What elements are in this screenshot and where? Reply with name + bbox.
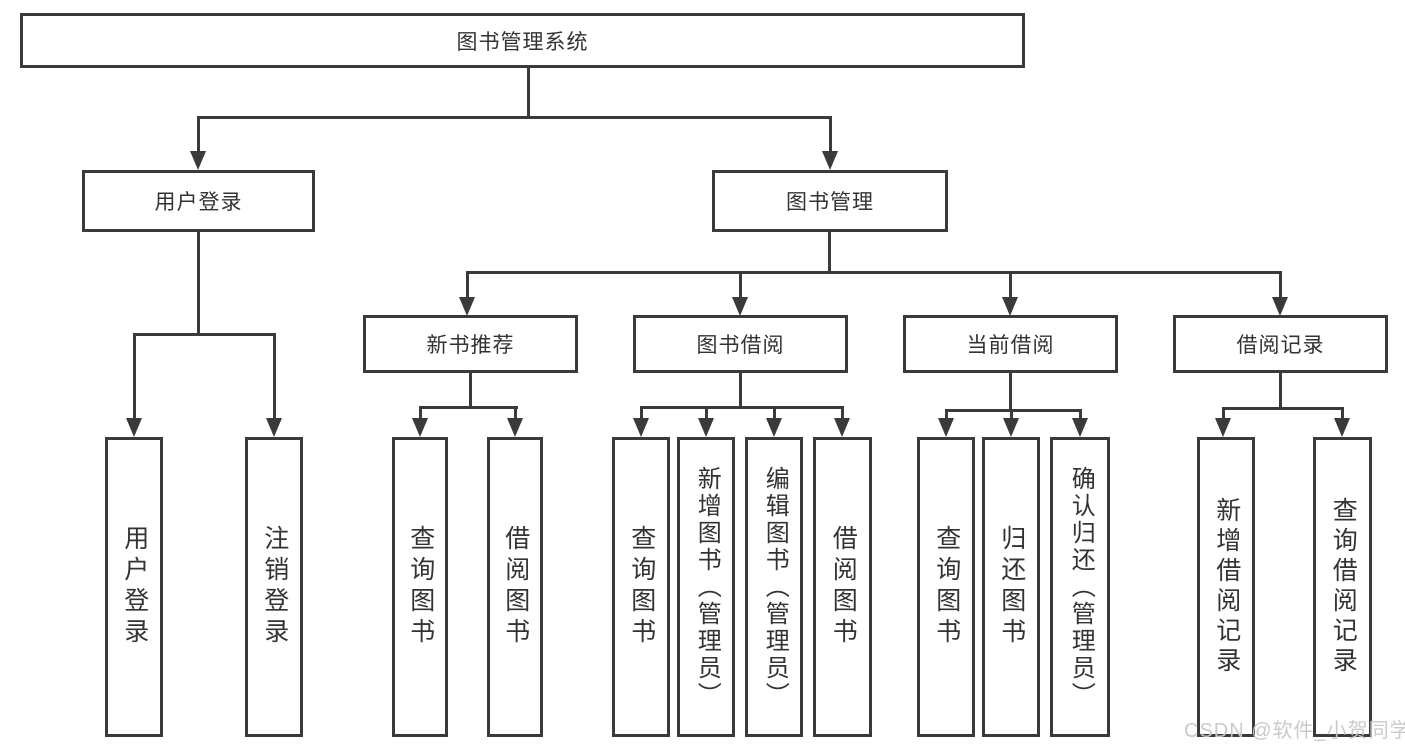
connector-drop — [1222, 407, 1225, 419]
leaf-confirm-return-admin: 确认归还（管理员） — [1050, 437, 1110, 737]
leaf-logout-label: 注销登录 — [260, 525, 289, 649]
node-new-book-recommend: 新书推荐 — [363, 315, 578, 373]
connector-drop — [945, 409, 948, 419]
node-current-borrow-label: 当前借阅 — [966, 334, 1055, 357]
arrowhead — [412, 418, 428, 437]
leaf-borrow-query-books: 查询图书 — [612, 437, 670, 737]
leaf-rec-borrow-books-label: 借阅图书 — [501, 525, 530, 649]
connector-bus — [945, 409, 1082, 412]
connector-drop — [841, 406, 844, 419]
connector-drop — [419, 406, 422, 419]
leaf-rec-query-books-label: 查询图书 — [406, 525, 435, 649]
connector-bus — [197, 116, 831, 119]
leaf-return-books-label: 归还图书 — [997, 525, 1026, 649]
leaf-rec-borrow-books: 借阅图书 — [487, 437, 543, 737]
leaf-add-books-admin: 新增图书（管理员） — [677, 437, 735, 737]
connector-stem — [739, 373, 742, 406]
connector-bus — [419, 406, 518, 409]
node-book-management: 图书管理 — [712, 170, 948, 232]
node-new-book-recommend-label: 新书推荐 — [426, 334, 515, 357]
connector-drop — [197, 116, 200, 152]
node-book-borrow: 图书借阅 — [633, 315, 848, 373]
connector-drop — [466, 271, 469, 298]
arrowhead — [822, 151, 838, 170]
node-borrow-records: 借阅记录 — [1173, 315, 1388, 373]
arrowhead — [698, 418, 714, 437]
arrowhead — [190, 151, 206, 170]
leaf-rec-query-books: 查询图书 — [392, 437, 448, 737]
leaf-borrow-borrow-books: 借阅图书 — [813, 437, 872, 737]
leaf-add-borrow-record-label: 新增借阅记录 — [1212, 497, 1241, 677]
connector-stem — [197, 232, 200, 333]
leaf-add-books-admin-label: 新增图书（管理员） — [693, 465, 721, 709]
arrowhead — [1334, 418, 1350, 437]
leaf-current-query-books: 查询图书 — [917, 437, 975, 737]
node-user-login: 用户登录 — [82, 170, 315, 232]
leaf-borrow-borrow-books-label: 借阅图书 — [829, 525, 858, 649]
connector-drop — [829, 116, 832, 152]
arrowhead — [459, 297, 475, 316]
leaf-logout: 注销登录 — [245, 437, 303, 737]
leaf-borrow-query-books-label: 查询图书 — [627, 525, 656, 649]
connector-stem — [1279, 373, 1282, 407]
connector-stem — [469, 373, 472, 406]
arrowhead — [834, 418, 850, 437]
leaf-query-borrow-record-label: 查询借阅记录 — [1329, 497, 1358, 677]
connector-bus — [1222, 407, 1344, 410]
arrowhead — [1002, 297, 1018, 316]
connector-drop — [1009, 271, 1012, 298]
connector-drop — [514, 406, 517, 419]
arrowhead — [1003, 418, 1019, 437]
leaf-current-query-books-label: 查询图书 — [932, 525, 961, 649]
node-current-borrow: 当前借阅 — [903, 315, 1118, 373]
arrowhead — [126, 418, 142, 437]
arrowhead — [633, 418, 649, 437]
arrowhead — [732, 297, 748, 316]
leaf-user-login: 用户登录 — [105, 437, 163, 737]
arrowhead — [938, 418, 954, 437]
connector-drop — [773, 406, 776, 419]
leaf-add-borrow-record: 新增借阅记录 — [1197, 437, 1255, 737]
leaf-return-books: 归还图书 — [982, 437, 1040, 737]
arrowhead — [266, 418, 282, 437]
leaf-edit-books-admin-label: 编辑图书（管理员） — [761, 465, 789, 709]
connector-drop — [273, 333, 276, 419]
connector-drop — [1279, 271, 1282, 298]
node-book-borrow-label: 图书借阅 — [696, 334, 785, 357]
arrowhead — [766, 418, 782, 437]
csdn-watermark: CSDN @软件_小贺同学 — [1184, 720, 1405, 742]
node-book-management-label: 图书管理 — [786, 191, 874, 214]
connector-bus — [640, 406, 844, 409]
connector-stem — [1009, 373, 1012, 409]
connector-drop — [1079, 409, 1082, 419]
leaf-confirm-return-admin-label: 确认归还（管理员） — [1067, 465, 1095, 709]
connector-bus — [133, 333, 276, 336]
connector-drop — [133, 333, 136, 419]
arrowhead — [1215, 418, 1231, 437]
connector-drop — [1010, 409, 1013, 419]
connector-stem — [527, 68, 530, 116]
connector-drop — [705, 406, 708, 419]
connector-stem — [828, 232, 831, 271]
leaf-query-borrow-record: 查询借阅记录 — [1313, 437, 1372, 737]
connector-drop — [739, 271, 742, 298]
node-root-label: 图书管理系统 — [456, 30, 589, 54]
connector-bus — [466, 271, 1282, 274]
connector-drop — [1341, 407, 1344, 419]
node-root: 图书管理系统 — [20, 13, 1025, 68]
arrowhead — [1072, 418, 1088, 437]
connector-drop — [640, 406, 643, 419]
node-borrow-records-label: 借阅记录 — [1236, 334, 1325, 357]
arrowhead — [1272, 297, 1288, 316]
arrowhead — [507, 418, 523, 437]
leaf-edit-books-admin: 编辑图书（管理员） — [745, 437, 803, 737]
leaf-user-login-label: 用户登录 — [120, 525, 149, 649]
node-user-login-label: 用户登录 — [154, 191, 243, 214]
